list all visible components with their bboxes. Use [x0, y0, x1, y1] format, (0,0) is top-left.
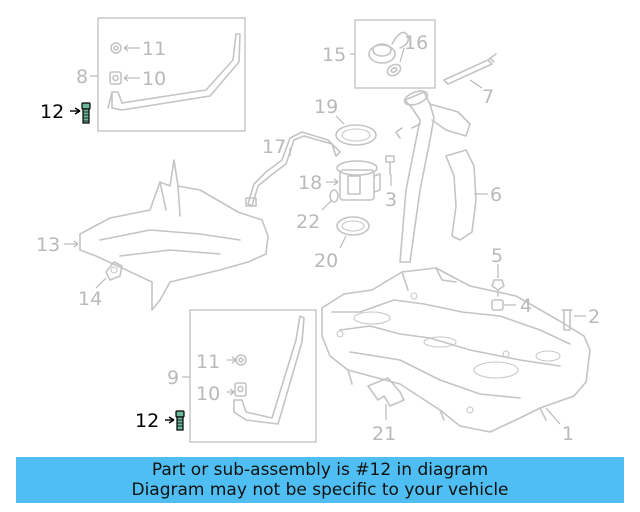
- callout-3: 3: [385, 189, 397, 211]
- bolt-3-icon: [385, 155, 395, 175]
- heat-shield: [445, 149, 477, 241]
- callout-11-lower: 11: [196, 351, 220, 373]
- tank-bracket-21: [367, 377, 405, 407]
- bolt-5-icon: [491, 279, 505, 297]
- callout-5: 5: [491, 245, 503, 267]
- bolt-12-lower-icon: [175, 410, 185, 431]
- callout-12-upper: 12: [40, 101, 64, 123]
- info-banner: Part or sub-assembly is #12 in diagram D…: [16, 457, 624, 503]
- lower-nut-icon: [234, 382, 247, 397]
- upper-fuel-tank-strap: [111, 33, 241, 111]
- tank-shield: [79, 159, 269, 311]
- lower-fuel-tank-strap: [233, 315, 305, 425]
- callout-4: 4: [520, 295, 532, 317]
- callout-13: 13: [36, 234, 60, 256]
- callout-17: 17: [262, 136, 286, 158]
- callout-14: 14: [78, 288, 102, 310]
- callout-10-upper: 10: [142, 68, 166, 90]
- bolt-12-upper-icon: [81, 102, 91, 124]
- nut-4-icon: [491, 299, 504, 311]
- callout-19: 19: [314, 96, 338, 118]
- lower-washer-icon: [235, 354, 247, 366]
- pump-gasket: [336, 216, 370, 236]
- highlight-part-12-upper: 12: [40, 101, 91, 124]
- callout-16: 16: [404, 32, 428, 54]
- filler-neck: [395, 90, 471, 263]
- callout-22: 22: [296, 211, 320, 233]
- banner-line-1: Part or sub-assembly is #12 in diagram: [151, 460, 489, 480]
- callout-15: 15: [322, 44, 346, 66]
- upper-washer-icon: [110, 42, 122, 54]
- callout-11-upper: 11: [142, 38, 166, 60]
- fuel-tank: [321, 267, 591, 433]
- callout-2: 2: [588, 306, 600, 328]
- vent-hose-icon: [443, 53, 497, 85]
- fuel-pump: [336, 160, 381, 201]
- callout-20: 20: [314, 250, 338, 272]
- lock-ring: [335, 124, 377, 146]
- callout-7: 7: [482, 86, 494, 108]
- strap-box-lower: [189, 309, 317, 443]
- fuel-line: [247, 131, 341, 207]
- fuel-cap-icon: [368, 31, 410, 64]
- callout-12-lower: 12: [135, 410, 159, 432]
- grommet-14: [105, 261, 123, 281]
- cap-gasket-icon: [386, 63, 402, 77]
- banner-line-2: Diagram may not be specific to your vehi…: [131, 480, 509, 500]
- callout-9: 9: [167, 367, 179, 389]
- bolt-2-icon: [561, 309, 573, 331]
- highlight-part-12-lower: 12: [135, 410, 185, 432]
- callout-6: 6: [490, 184, 502, 206]
- upper-nut-icon: [109, 71, 122, 85]
- callout-10-lower: 10: [196, 383, 220, 405]
- callout-18: 18: [298, 172, 322, 194]
- strap-box-upper: [97, 17, 246, 132]
- callout-1: 1: [562, 423, 574, 445]
- callout-21: 21: [372, 423, 396, 445]
- callout-8: 8: [76, 66, 88, 88]
- pump-seal-small: [329, 189, 339, 203]
